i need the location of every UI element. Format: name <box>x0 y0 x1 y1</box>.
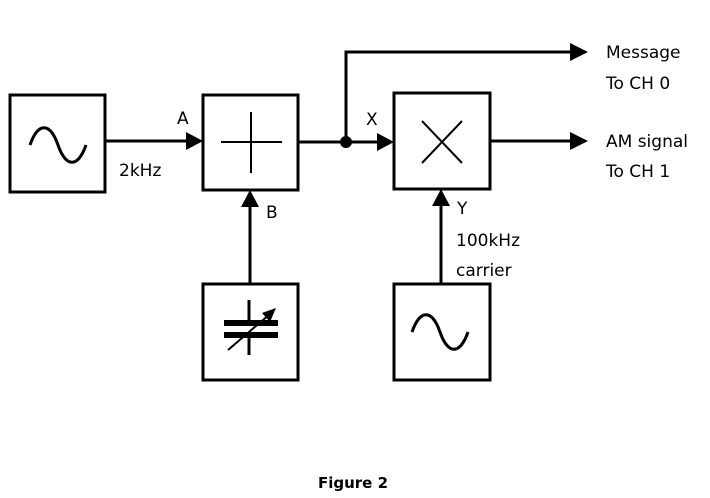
arrow-into-adder-a <box>186 132 203 150</box>
arrow-message-out <box>570 43 588 61</box>
label-input-y: Y <box>456 199 468 219</box>
oscillator-2khz-block <box>8 93 107 194</box>
multiplier-block <box>392 91 492 191</box>
sine-wave-icon <box>28 126 88 164</box>
label-input-b: B <box>266 203 278 223</box>
label-input-x: X <box>366 110 378 130</box>
label-message-line2: To CH 0 <box>605 74 670 94</box>
label-osc-frequency: 2kHz <box>119 161 161 181</box>
arrow-into-multiplier-y <box>432 189 450 206</box>
sine-wave-icon <box>410 313 470 351</box>
arrow-into-multiplier-x <box>377 133 394 151</box>
plus-icon <box>221 112 282 173</box>
wire-message-branch <box>344 50 572 142</box>
variable-capacitor-icon <box>224 300 278 355</box>
label-am-line2: To CH 1 <box>605 162 670 182</box>
multiply-icon <box>421 120 463 164</box>
oscillator-100khz-block <box>392 282 492 382</box>
label-input-a: A <box>177 109 189 129</box>
label-carrier-word: carrier <box>456 261 512 281</box>
arrow-into-adder-b <box>241 190 259 207</box>
label-carrier-frequency: 100kHz <box>456 231 520 251</box>
figure-caption: Figure 2 <box>318 474 388 492</box>
adder-block <box>201 93 300 192</box>
arrow-am-out <box>570 132 588 150</box>
label-message-line1: Message <box>606 43 681 63</box>
dc-source-block <box>201 282 300 382</box>
label-am-line1: AM signal <box>606 132 688 152</box>
